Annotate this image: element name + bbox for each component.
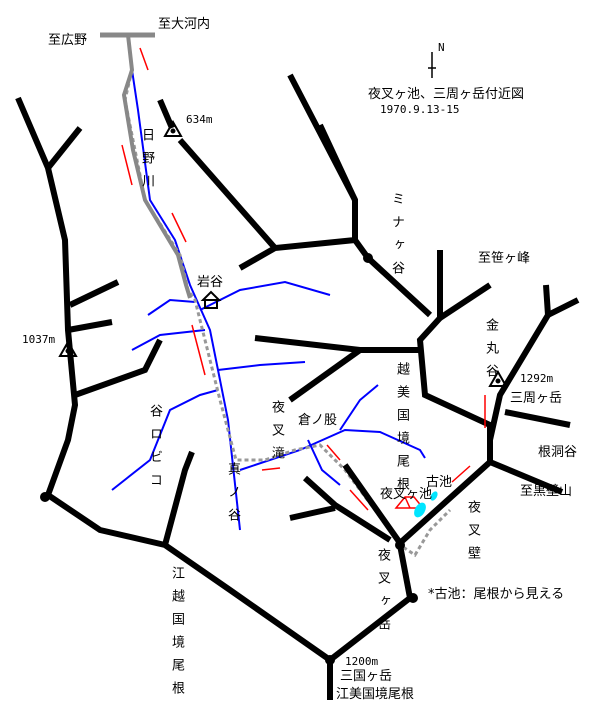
ponds: [414, 491, 438, 518]
label-furuike: 古池: [426, 475, 453, 490]
north-arrow: [428, 52, 436, 78]
map-date: 1970.9.13-15: [380, 103, 460, 116]
label-yashakabe: 夜叉壁: [465, 500, 480, 569]
label-kanamaru: 金丸谷: [483, 318, 498, 387]
river-branch: [307, 439, 341, 486]
river-branch: [339, 384, 379, 431]
peak-634-icon: [163, 119, 183, 137]
label-yasha-falls: 夜叉滝: [269, 400, 284, 469]
river-branch: [131, 329, 206, 351]
label-iwaya: 岩谷: [197, 275, 224, 290]
label-goetsu-ridge: 江越国境尾根: [169, 566, 184, 704]
hut-icon: [200, 290, 222, 309]
label-sanshu: 三周ヶ岳: [510, 391, 563, 406]
river-kobiro: [111, 389, 219, 491]
label-minaga: ミナヶ谷: [389, 192, 404, 284]
river-kuranomata: [239, 428, 426, 471]
peak-icons: [58, 119, 508, 387]
label-mikuni: 三国ヶ岳: [340, 669, 393, 684]
label-echimi-ridge: 越美国境尾根: [394, 362, 409, 500]
label-peak1292: 1292m: [520, 372, 554, 385]
map-title: 夜叉ヶ池、三周ヶ岳付近図: [368, 87, 525, 102]
label-nedora: 根洞谷: [538, 445, 578, 460]
label-to-kurokabe: 至黒壁山: [520, 484, 573, 499]
label-to-hirono: 至広野: [48, 33, 88, 48]
label-kuranomata: 倉ノ股: [298, 413, 338, 428]
label-peak634: 634m: [186, 113, 213, 126]
road: [121, 34, 192, 299]
label-hino-river: 日野川: [139, 128, 154, 197]
label-yashagatake: 夜叉ヶ岳: [375, 548, 390, 640]
ridges: [15, 73, 580, 700]
peak-1037-icon: [58, 339, 78, 357]
river-branch: [217, 361, 306, 371]
label-to-okochi: 至大河内: [158, 17, 211, 32]
river-branch: [147, 298, 196, 316]
label-goumi-ridge: 江美国境尾根: [336, 687, 415, 702]
label-yashagaike: 夜叉ヶ池: [380, 487, 433, 502]
tent-icon: [394, 496, 425, 509]
label-peak1037: 1037m: [22, 333, 56, 346]
label-shinno: 真ノ谷: [225, 462, 240, 531]
peak-1292-icon: [488, 369, 508, 387]
north-label: N: [438, 41, 445, 54]
label-note: *古池：尾根から見える: [428, 587, 565, 602]
label-peak1200: 1200m: [345, 655, 379, 668]
label-kobiro: 谷ロビコ: [147, 404, 162, 496]
label-to-sasagamine: 至笹ヶ峰: [478, 251, 531, 266]
snow-arrows: [121, 47, 486, 511]
summit-dots: [40, 253, 418, 665]
